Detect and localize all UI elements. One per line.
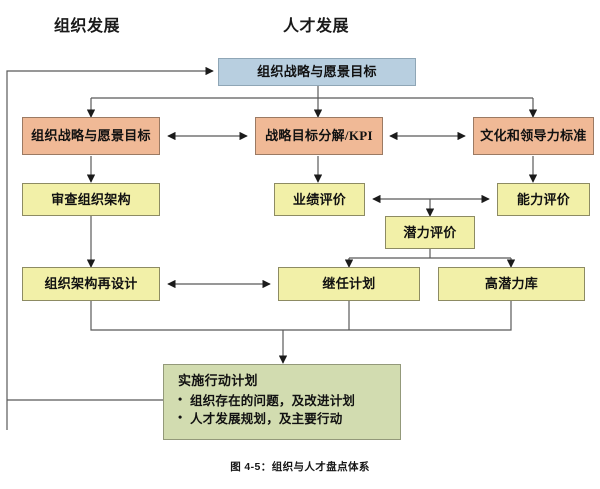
column-heading-org-development: 组织发展 <box>54 18 121 35</box>
node-strategy-vision-left[interactable]: 组织战略与愿景目标 <box>22 117 160 155</box>
node-high-potential-pool[interactable]: 高潜力库 <box>438 267 585 301</box>
action-plan-list: 组织存在的问题，及改进计划 人才发展规划，及主要行动 <box>178 391 390 428</box>
action-plan-title: 实施行动计划 <box>178 373 258 388</box>
node-strategy-vision-top[interactable]: 组织战略与愿景目标 <box>218 58 416 86</box>
node-kpi-breakdown[interactable]: 战略目标分解/KPI <box>255 117 383 155</box>
node-capability-review[interactable]: 能力评价 <box>497 183 590 216</box>
node-potential-review[interactable]: 潜力评价 <box>385 216 475 249</box>
node-action-plan[interactable]: 实施行动计划 组织存在的问题，及改进计划 人才发展规划，及主要行动 <box>163 364 401 440</box>
node-performance-review[interactable]: 业绩评价 <box>274 183 365 216</box>
figure-caption: 图 4-5：组织与人才盘点体系 <box>230 461 370 473</box>
node-succession-plan[interactable]: 继任计划 <box>278 267 420 301</box>
wire-redesign-down <box>90 301 283 331</box>
column-heading-talent-development: 人才发展 <box>283 18 350 35</box>
node-review-org-structure[interactable]: 审查组织架构 <box>22 183 160 216</box>
action-plan-item: 组织存在的问题，及改进计划 <box>178 391 390 410</box>
wire-hipo-down <box>283 301 512 331</box>
node-org-redesign[interactable]: 组织架构再设计 <box>22 267 160 301</box>
action-plan-item: 人才发展规划，及主要行动 <box>178 409 390 428</box>
node-culture-leadership[interactable]: 文化和领导力标准 <box>473 117 594 155</box>
wire-feedback-to-strategy <box>6 66 214 430</box>
